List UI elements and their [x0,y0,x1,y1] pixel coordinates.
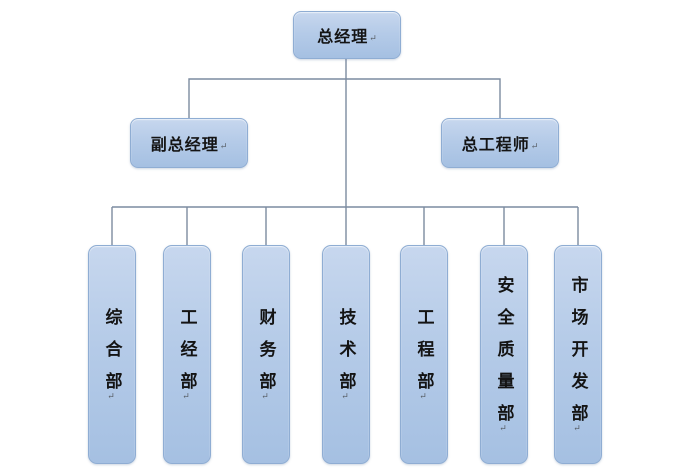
paragraph-mark: ↵ [107,391,117,402]
org-box-dept-zonghe: 综合部↵ [88,245,136,464]
paragraph-mark: ↵ [573,423,583,434]
org-box-dept-caiwu: 财务部↵ [242,245,290,464]
paragraph-mark: ↵ [261,391,271,402]
org-label-dept-caiwu: 财务部↵ [256,307,276,404]
org-box-dept-anquan-zhiliang: 安全质量部↵ [480,245,528,464]
connector-level2 [188,78,501,118]
org-box-chief-engineer: 总工程师↵ [441,118,559,168]
org-label-chief-engineer: 总工程师↵ [461,137,539,154]
org-box-dept-shichang-kaifa: 市场开发部↵ [554,245,602,464]
org-box-deputy-general-manager: 副总经理↵ [130,118,248,168]
paragraph-mark: ↵ [219,141,228,151]
org-label-dept-anquan-zhiliang: 安全质量部↵ [494,275,514,436]
paragraph-mark: ↵ [369,33,377,43]
org-label-dept-gongcheng: 工程部↵ [414,307,434,404]
org-label-dept-jishu: 技术部↵ [336,307,356,404]
org-label-dept-gongjing: 工经部↵ [177,307,197,404]
org-label-general-manager: 总经理↵ [317,29,377,46]
paragraph-mark: ↵ [341,391,351,402]
org-label-deputy-general-manager: 副总经理↵ [150,137,228,154]
org-box-dept-jishu: 技术部↵ [322,245,370,464]
org-box-general-manager: 总经理↵ [293,11,401,59]
paragraph-mark: ↵ [419,391,429,402]
paragraph-mark: ↵ [182,391,192,402]
org-label-dept-zonghe: 综合部↵ [102,307,122,404]
paragraph-mark: ↵ [499,423,509,434]
org-box-dept-gongjing: 工经部↵ [163,245,211,464]
org-label-dept-shichang-kaifa: 市场开发部↵ [568,275,588,436]
paragraph-mark: ↵ [530,141,539,151]
org-box-dept-gongcheng: 工程部↵ [400,245,448,464]
